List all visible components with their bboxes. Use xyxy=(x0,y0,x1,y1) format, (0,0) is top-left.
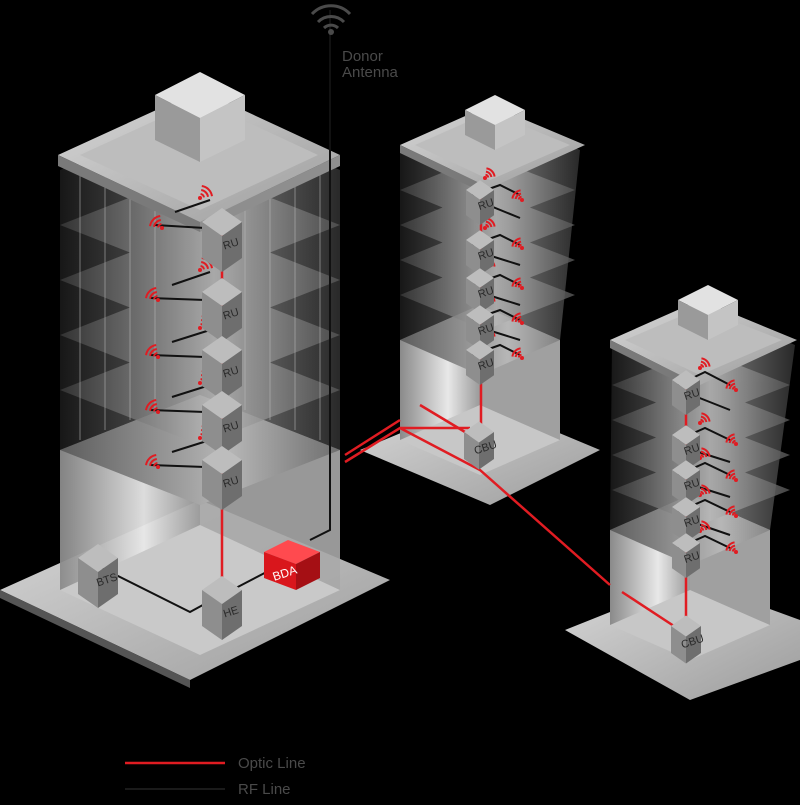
ru-unit-b3-4: RU xyxy=(672,497,702,542)
ru-unit-b3-5-label: RU xyxy=(683,550,702,566)
wifi-signal-icon xyxy=(145,399,160,414)
wifi-signal-icon xyxy=(511,189,524,202)
ru-unit-b1-3-label: RU xyxy=(222,364,241,380)
ru-unit-b1-1-label: RU xyxy=(222,236,241,252)
ru-unit-b1-4-label: RU xyxy=(222,419,241,435)
antenna-label-line2: Antenna xyxy=(342,64,399,81)
ru-unit-b2-3-label: RU xyxy=(477,285,496,301)
ru-unit-b3-2-label: RU xyxy=(683,442,702,458)
donor-antenna: Donor Antenna xyxy=(310,4,399,81)
wifi-signal-icon xyxy=(511,312,524,325)
wifi-signal-icon xyxy=(725,379,738,392)
equipment-units: RU RU RU RU RU HE BTS RU RU RU RU RU CBU RU RU RU RU RU CB… xyxy=(78,180,706,664)
antenna-label-line1: Donor xyxy=(342,48,383,65)
ru-unit-b2-5-label: RU xyxy=(477,357,496,373)
ru-unit-b2-1: RU xyxy=(466,180,496,225)
antenna-icon xyxy=(310,4,352,30)
ru-unit-b3-4-label: RU xyxy=(683,514,702,530)
ru-unit-b1-2-label: RU xyxy=(222,306,241,322)
he-unit: HE xyxy=(202,576,242,640)
wifi-signal-icon xyxy=(725,505,738,518)
wifi-signal-icon xyxy=(511,237,524,250)
wifi-signal-icon xyxy=(511,277,524,290)
cbu-unit-b3: CBU xyxy=(671,615,706,664)
ru-unit-b1-5: RU xyxy=(202,446,242,510)
wifi-signal-icon xyxy=(698,447,711,460)
ru-unit-b3-2: RU xyxy=(672,425,702,470)
wifi-signal-icon xyxy=(725,541,738,554)
wifi-signal-icon xyxy=(198,185,213,200)
bda-unit: BDA xyxy=(264,540,320,590)
wifi-signal-icon xyxy=(145,454,160,469)
ru-unit-b1-4: RU xyxy=(202,391,242,455)
ru-unit-b1-5-label: RU xyxy=(222,474,241,490)
wifi-signal-icon xyxy=(698,412,711,425)
ru-unit-b2-4: RU xyxy=(466,305,496,350)
ru-unit-b3-1: RU xyxy=(672,370,702,415)
ru-unit-b2-1-label: RU xyxy=(477,197,496,213)
ru-unit-b1-2: RU xyxy=(202,278,242,342)
bts-unit: BTS xyxy=(78,544,119,608)
legend: Optic Line RF Line xyxy=(125,755,306,798)
ru-unit-b3-1-label: RU xyxy=(683,387,702,403)
wifi-signal-icon xyxy=(511,347,524,360)
he-unit-label: HE xyxy=(222,604,240,620)
cbu-unit-b2: CBU xyxy=(464,421,499,470)
ru-unit-b1-3: RU xyxy=(202,336,242,400)
ru-unit-b2-3: RU xyxy=(466,268,496,313)
ru-unit-b2-5: RU xyxy=(466,340,496,385)
legend-rf-label: RF Line xyxy=(238,781,291,798)
ru-unit-b2-2: RU xyxy=(466,230,496,275)
ru-unit-b1-1: RU xyxy=(202,208,242,272)
wifi-signal-icon xyxy=(698,357,711,370)
building-main xyxy=(0,72,390,688)
ru-unit-b2-2-label: RU xyxy=(477,247,496,263)
wifi-signal-icon xyxy=(725,433,738,446)
wifi-signal-icon xyxy=(149,215,164,230)
legend-optic-label: Optic Line xyxy=(238,755,306,772)
ru-unit-b3-5: RU xyxy=(672,533,702,578)
ru-unit-b3-3-label: RU xyxy=(683,477,702,493)
wifi-signal-icon xyxy=(145,344,160,359)
wifi-signal-icon xyxy=(145,287,160,302)
ru-unit-b3-3: RU xyxy=(672,460,702,505)
ru-unit-b2-4-label: RU xyxy=(477,322,496,338)
wifi-signal-icon xyxy=(725,469,738,482)
wifi-signal-icon xyxy=(483,167,496,180)
